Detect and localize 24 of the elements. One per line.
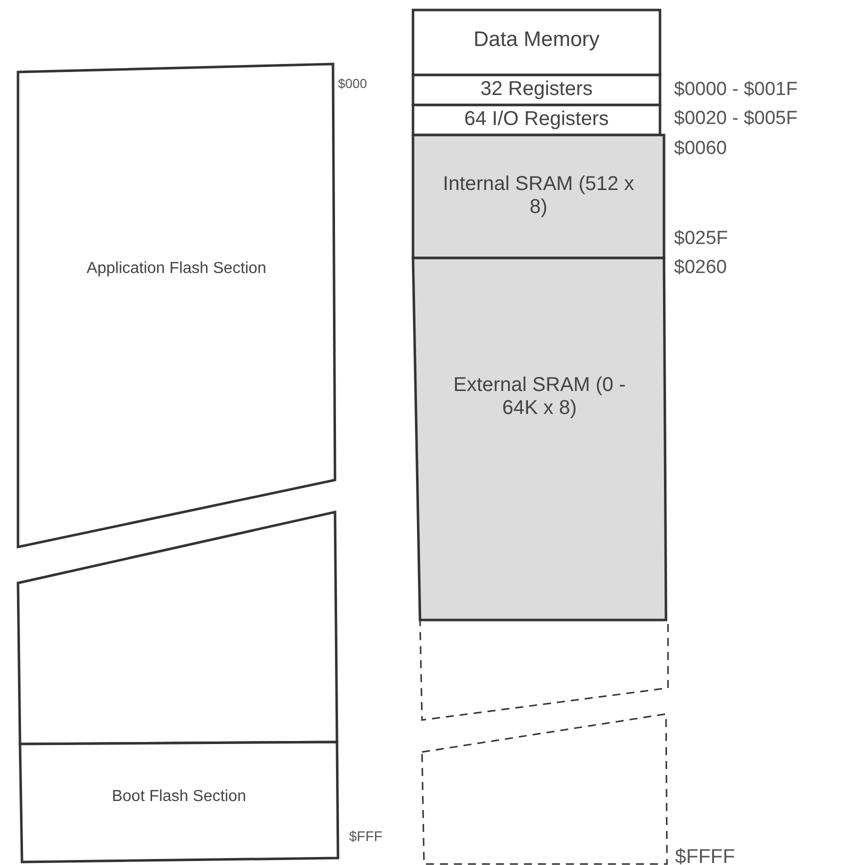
section-label: Data Memory — [472, 28, 601, 52]
flash-section — [18, 512, 337, 744]
memory-block — [413, 10, 660, 75]
address-label: $0020 - $005F — [674, 108, 798, 130]
address-label: $0000 - $001F — [674, 79, 798, 101]
memory-block — [413, 135, 664, 258]
address-label: $0260 — [674, 257, 727, 279]
address-label: $0060 — [674, 138, 727, 160]
section-label: External SRAM (0 - 64K x 8) — [452, 374, 627, 420]
address-label: $025F — [674, 228, 728, 250]
section-label: Application Flash Section — [86, 260, 268, 278]
memory-block — [413, 105, 660, 135]
memory-block — [413, 258, 666, 620]
section-label: Internal SRAM (512 x 8) — [442, 173, 636, 219]
address-label: $000 — [338, 76, 367, 91]
memory-block — [422, 714, 667, 864]
section-label: 64 I/O Registers — [463, 108, 610, 131]
memory-block — [420, 620, 668, 720]
section-label: 32 Registers — [479, 78, 594, 101]
address-label: $FFF — [349, 828, 382, 844]
flash-section — [20, 742, 338, 862]
address-label: $FFFF — [675, 846, 735, 865]
section-label: Boot Flash Section — [110, 788, 248, 806]
memory-block — [413, 75, 660, 105]
